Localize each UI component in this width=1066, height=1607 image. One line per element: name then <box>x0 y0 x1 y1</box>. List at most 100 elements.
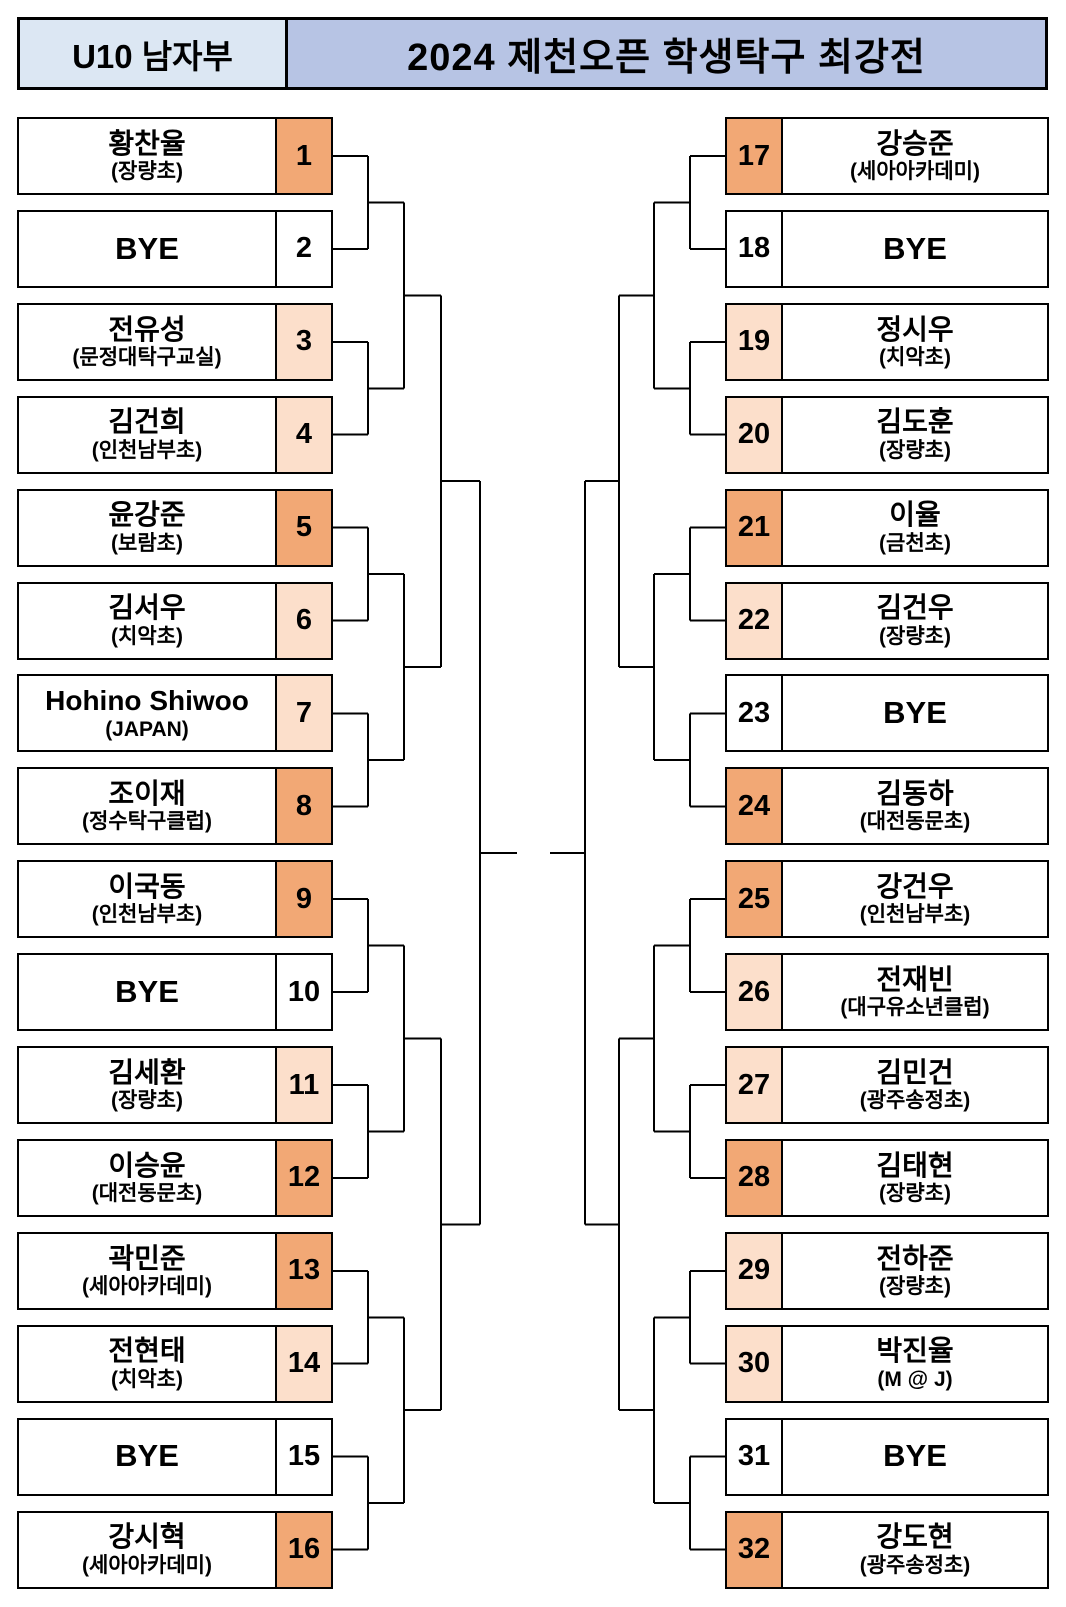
player-box: 김동하 (대전동문초) 24 <box>725 767 1049 846</box>
seed-number: 15 <box>275 1419 331 1494</box>
seed-number: 18 <box>727 211 783 286</box>
seed-number: 20 <box>727 397 783 472</box>
player-name: 윤강준 <box>108 499 186 531</box>
player-name: 황찬율 <box>108 127 186 159</box>
bracket-header: U10 남자부 2024 제천오픈 학생탁구 최강전 <box>17 17 1048 90</box>
player-club: (장량초) <box>111 160 183 184</box>
player-name: 이승윤 <box>108 1149 186 1181</box>
seed-number: 1 <box>275 119 331 193</box>
player-name: 조이재 <box>108 778 186 810</box>
player-box: BYE 23 <box>725 674 1049 753</box>
player-box: 강승준 (세아아카데미) 17 <box>725 117 1049 195</box>
player-name-cell: 윤강준 (보람초) <box>19 491 275 565</box>
player-club: (치악초) <box>879 345 951 369</box>
player-box: 김도훈 (장량초) 20 <box>725 395 1049 474</box>
player-club: (인천남부초) <box>91 903 203 927</box>
player-name-cell: BYE <box>19 212 275 286</box>
player-club: (치악초) <box>111 624 183 648</box>
player-name-cell: BYE <box>783 1420 1047 1494</box>
player-club: (세아아카데미) <box>82 1553 212 1577</box>
player-name: BYE <box>115 1438 179 1474</box>
player-box: BYE 15 <box>17 1417 333 1496</box>
player-box: 강도현 (광주송정초) 32 <box>725 1510 1049 1589</box>
player-name: 김도훈 <box>876 406 954 438</box>
player-box: 김서우 (치악초) 6 <box>17 581 333 660</box>
division-label: U10 남자부 <box>20 20 288 87</box>
player-name-cell: 김건우 (장량초) <box>783 584 1047 658</box>
player-name-cell: 김동하 (대전동문초) <box>783 769 1047 843</box>
seed-number: 10 <box>275 955 331 1030</box>
player-name: 김민건 <box>876 1056 954 1088</box>
player-box: BYE 2 <box>17 209 333 288</box>
player-box: 전재빈 (대구유소년클럽) 26 <box>725 953 1049 1032</box>
player-name-cell: BYE <box>783 212 1047 286</box>
player-name: BYE <box>115 973 179 1009</box>
player-club: (금천초) <box>879 531 951 555</box>
player-name: 박진율 <box>876 1335 954 1367</box>
player-club: (광주송정초) <box>859 1089 971 1113</box>
player-box: 강시혁 (세아아카데미) 16 <box>17 1510 333 1589</box>
seed-number: 13 <box>275 1233 331 1308</box>
player-name: BYE <box>883 230 947 266</box>
player-club: (세아아카데미) <box>850 160 980 184</box>
player-name-cell: 곽민준 (세아아카데미) <box>19 1234 275 1308</box>
seed-number: 14 <box>275 1326 331 1401</box>
seed-number: 8 <box>275 769 331 844</box>
seed-number: 11 <box>275 1048 331 1122</box>
seed-number: 26 <box>727 955 783 1030</box>
player-name: 전유성 <box>108 313 186 345</box>
player-club: (장량초) <box>879 438 951 462</box>
player-name: 강시혁 <box>108 1521 186 1553</box>
player-name: 김건우 <box>876 592 954 624</box>
player-name: 김동하 <box>876 778 954 810</box>
seed-number: 24 <box>727 769 783 844</box>
player-club: (장량초) <box>111 1089 183 1113</box>
player-box: 김민건 (광주송정초) 27 <box>725 1046 1049 1124</box>
player-name-cell: 강도현 (광주송정초) <box>783 1513 1047 1587</box>
player-club: (보람초) <box>111 531 183 555</box>
seed-number: 25 <box>727 862 783 937</box>
player-name-cell: Hohino Shiwoo (JAPAN) <box>19 676 275 750</box>
player-name-cell: 이율 (금천초) <box>783 491 1047 565</box>
player-club: (장량초) <box>879 1274 951 1298</box>
player-club: (정수탁구클럽) <box>82 810 212 834</box>
player-name: 김건희 <box>108 406 186 438</box>
player-name-cell: 전유성 (문정대탁구교실) <box>19 305 275 379</box>
player-box: 전유성 (문정대탁구교실) 3 <box>17 302 333 381</box>
player-name: 곽민준 <box>108 1242 186 1274</box>
player-name-cell: 황찬율 (장량초) <box>19 119 275 193</box>
player-name-cell: 강시혁 (세아아카데미) <box>19 1513 275 1587</box>
seed-number: 16 <box>275 1512 331 1587</box>
seed-number: 28 <box>727 1140 783 1215</box>
event-title: 2024 제천오픈 학생탁구 최강전 <box>288 20 1045 87</box>
player-club: (장량초) <box>879 1182 951 1206</box>
seed-number: 3 <box>275 304 331 379</box>
player-box: BYE 18 <box>725 209 1049 288</box>
seed-number: 12 <box>275 1140 331 1215</box>
player-box: 전현태 (치악초) 14 <box>17 1324 333 1403</box>
player-club: (인천남부초) <box>91 438 203 462</box>
player-box: Hohino Shiwoo (JAPAN) 7 <box>17 674 333 753</box>
player-name-cell: 김민건 (광주송정초) <box>783 1048 1047 1122</box>
seed-number: 31 <box>727 1419 783 1494</box>
seed-number: 23 <box>727 676 783 751</box>
player-name-cell: 이국동 (인천남부초) <box>19 862 275 936</box>
player-box: 이율 (금천초) 21 <box>725 488 1049 567</box>
seed-number: 7 <box>275 676 331 751</box>
player-box: 조이재 (정수탁구클럽) 8 <box>17 767 333 846</box>
seed-number: 27 <box>727 1048 783 1122</box>
player-club: (문정대탁구교실) <box>72 345 222 369</box>
player-box: 정시우 (치악초) 19 <box>725 302 1049 381</box>
player-club: (대구유소년클럽) <box>840 996 990 1020</box>
player-club: (대전동문초) <box>859 810 971 834</box>
player-box: 전하준 (장량초) 29 <box>725 1231 1049 1310</box>
seed-number: 22 <box>727 583 783 658</box>
player-name: BYE <box>115 230 179 266</box>
player-name: 김세환 <box>108 1056 186 1088</box>
player-club: (M @ J) <box>877 1367 953 1391</box>
player-name: BYE <box>883 1438 947 1474</box>
player-box: 김세환 (장량초) 11 <box>17 1046 333 1124</box>
player-box: 김태현 (장량초) 28 <box>725 1138 1049 1217</box>
player-name: Hohino Shiwoo <box>45 685 249 717</box>
